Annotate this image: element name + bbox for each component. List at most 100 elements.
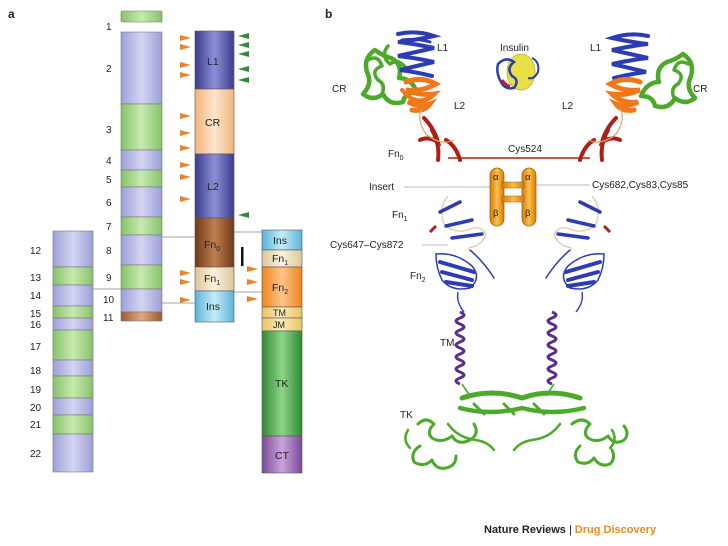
domain-CT-label: CT xyxy=(275,450,290,462)
cr-right-label: CR xyxy=(693,84,707,95)
l1-right-label: L1 xyxy=(590,43,602,54)
orange-arrowhead xyxy=(180,44,191,50)
fn1-domain-right-ribbon xyxy=(553,195,612,249)
green-arrowhead xyxy=(238,212,249,218)
domain-alpha-labels: L1 CR L2 Fn0 Fn1 Ins xyxy=(204,56,221,313)
panel-b-label: b xyxy=(325,7,332,21)
exon-number-labels: 1 2 3 4 5 6 7 8 9 10 11 12 13 14 15 16 1… xyxy=(30,22,115,460)
domain-beta-labels: Ins Fn1 Fn2 TM JM TK CT xyxy=(272,235,290,462)
tm-label: TM xyxy=(440,338,454,349)
exon-7-block xyxy=(120,216,163,236)
domain-Ins-beta-label: Ins xyxy=(273,235,287,247)
cys647-label: Cys647–Cys872 xyxy=(330,240,404,251)
exon-16-block xyxy=(52,317,94,331)
green-arrowhead xyxy=(238,66,249,72)
domain-L2-label: L2 xyxy=(207,181,219,193)
exon-2-block xyxy=(120,31,163,105)
exon-19-block xyxy=(52,375,94,399)
domain-TK-label: TK xyxy=(275,378,288,390)
fn2-domain-left-ribbon xyxy=(435,249,495,290)
journal-brand: Nature Reviews xyxy=(484,524,566,536)
insulin-label: Insulin xyxy=(500,43,529,54)
domain-Fn2-block xyxy=(261,266,303,308)
exon-column-lower xyxy=(52,230,94,473)
exon-label-5: 5 xyxy=(106,175,112,186)
orange-arrowhead xyxy=(180,130,191,136)
exon-label-13: 13 xyxy=(30,273,42,284)
exon-label-10: 10 xyxy=(103,295,115,306)
l1-domain-left-ribbon xyxy=(396,30,442,78)
exon-label-7: 7 xyxy=(106,222,112,233)
stalk-linkers xyxy=(456,291,584,313)
tk-domain-ribbon xyxy=(404,390,629,470)
alpha-label-right: α xyxy=(525,172,531,183)
fn2-domain-right-ribbon xyxy=(545,249,605,290)
orange-arrowhead xyxy=(180,35,191,41)
callout-lines xyxy=(404,184,590,246)
cleavage-site-bar xyxy=(241,247,244,266)
fn1-label: Fn1 xyxy=(392,210,408,223)
exon-label-6: 6 xyxy=(106,198,112,209)
domain-L1-block xyxy=(194,30,235,90)
insert-domain-pillars xyxy=(489,167,537,227)
exon-column-upper xyxy=(120,10,163,322)
credit-separator: | xyxy=(568,524,572,536)
panel-a-label: a xyxy=(8,7,15,21)
exon-18-block xyxy=(52,359,94,377)
green-arrowhead xyxy=(238,33,249,39)
exon-label-4: 4 xyxy=(106,156,112,167)
cys682-label: Cys682,Cys83,Cys85 xyxy=(592,180,689,191)
beta-label-left: β xyxy=(493,208,499,219)
orange-arrowhead xyxy=(180,270,191,276)
tm-helix-left xyxy=(454,310,466,386)
exon-13-block xyxy=(52,266,94,286)
orange-arrowhead xyxy=(247,279,258,285)
panel-b-labels: L1 L1 Insulin CR CR L2 L2 Fn0 Cys524 Ins… xyxy=(330,43,707,421)
exon-label-20: 20 xyxy=(30,403,42,414)
domain-L1-label: L1 xyxy=(207,56,219,68)
exon-22-block xyxy=(52,433,94,473)
exon-21-block xyxy=(52,414,94,435)
fn0-domain-right-ribbon xyxy=(578,116,622,162)
exon-label-1: 1 xyxy=(106,22,112,33)
domain-Fn0-label: Fn0 xyxy=(204,239,220,253)
domain-Ins-label: Ins xyxy=(206,301,220,313)
domain-CR-label: CR xyxy=(205,117,221,129)
exon-9-block xyxy=(120,264,163,290)
exon-label-17: 17 xyxy=(30,342,42,353)
domain-Fn1-label: Fn1 xyxy=(204,273,220,287)
exon-label-8: 8 xyxy=(106,246,112,257)
exon-label-3: 3 xyxy=(106,125,112,136)
domain-TM-label: TM xyxy=(273,308,286,318)
exon-12-block xyxy=(52,230,94,268)
exon-label-11: 11 xyxy=(103,313,114,324)
cys524-label: Cys524 xyxy=(508,144,542,155)
exon-4-block xyxy=(120,149,163,171)
exon-8-block xyxy=(120,234,163,266)
domain-CR-block xyxy=(194,88,235,155)
domain-column-beta xyxy=(261,229,303,474)
orange-arrowheads xyxy=(180,35,258,303)
orange-arrowhead xyxy=(247,296,258,302)
exon-label-9: 9 xyxy=(106,273,112,284)
orange-arrowhead xyxy=(180,174,191,180)
orange-arrowhead xyxy=(180,62,191,68)
domain-Ins-block xyxy=(194,290,235,323)
green-arrowhead xyxy=(238,77,249,83)
domain-TK-block xyxy=(261,330,303,437)
exon-14-block xyxy=(52,284,94,307)
fn2-label: Fn2 xyxy=(410,271,426,284)
exon-label-19: 19 xyxy=(30,385,42,396)
exon-1-block xyxy=(120,10,163,23)
fn0-domain-left-ribbon xyxy=(418,116,462,162)
exon-6-block xyxy=(120,186,163,218)
l2-domain-right-ribbon xyxy=(604,76,643,113)
exon-10-block xyxy=(120,288,163,313)
domain-Fn1-beta-label: Fn1 xyxy=(272,253,288,267)
cr-domain-right-ribbon xyxy=(638,51,698,110)
fn1-domain-left-ribbon xyxy=(428,195,487,249)
beta-label-right: β xyxy=(525,208,531,219)
l2-domain-left-ribbon xyxy=(400,76,442,113)
l1-left-label: L1 xyxy=(437,43,449,54)
l2-left-label: L2 xyxy=(454,101,466,112)
